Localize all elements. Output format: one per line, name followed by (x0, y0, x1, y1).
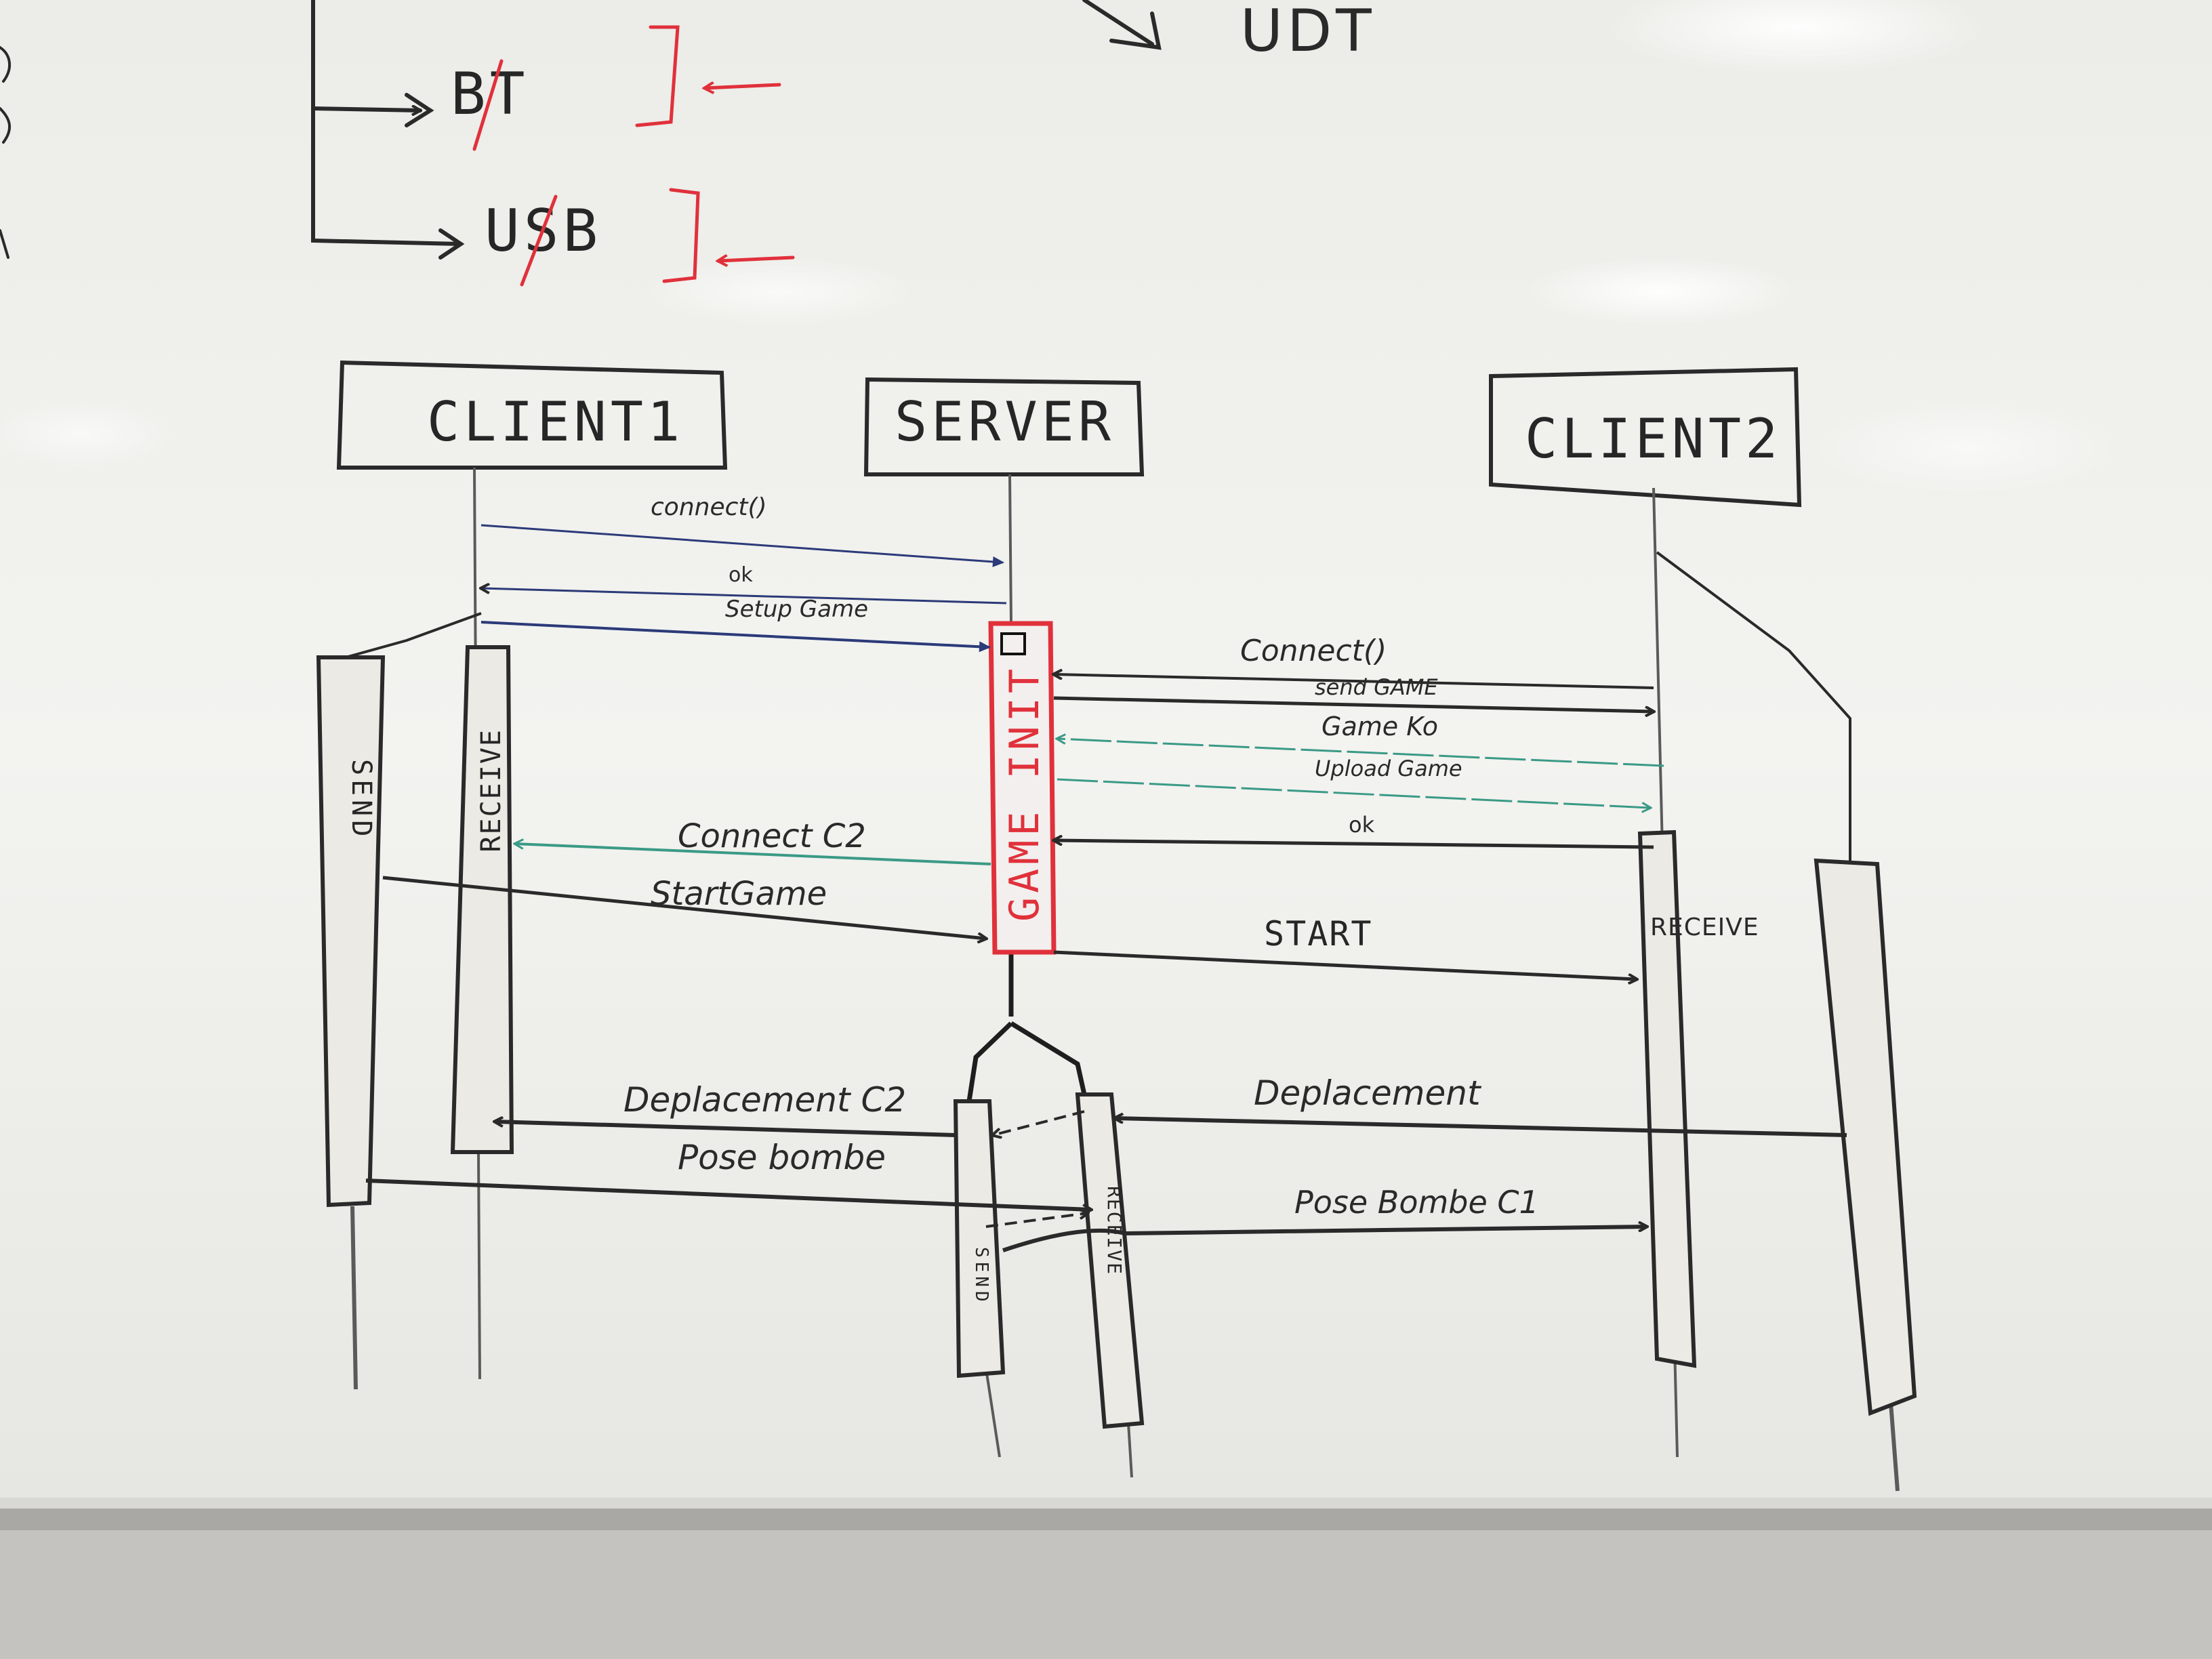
svg-text:RECEIVE: RECEIVE (1650, 914, 1759, 941)
lifeline-server-send (985, 1368, 1001, 1458)
participant-server: SERVER (863, 377, 1145, 476)
activation-client1-receive: RECEIVE (450, 645, 514, 1154)
tree-branch-line (1082, 0, 1154, 46)
svg-text:connect(): connect() (651, 493, 767, 521)
edge-mark (0, 46, 11, 83)
activation-client2-right (1814, 858, 1917, 1416)
svg-text:SEND: SEND (346, 759, 377, 840)
strike-mark (520, 194, 558, 287)
svg-text:Pose bombe: Pose bombe (678, 1138, 886, 1177)
activation-client2-receive: RECEIVE (1637, 830, 1759, 1368)
red-brackets (472, 25, 795, 287)
svg-text:Connect(): Connect() (1240, 634, 1387, 668)
svg-text:Setup Game: Setup Game (725, 596, 868, 623)
red-arrow (718, 258, 795, 261)
svg-text:Connect C2: Connect C2 (678, 817, 866, 855)
msg-start: START (1053, 914, 1637, 979)
server-fork (966, 949, 1087, 1102)
svg-text:ok: ok (729, 563, 753, 587)
activation-server-send: SEND (953, 1099, 1006, 1378)
svg-text:GAME INIT: GAME INIT (1001, 665, 1048, 922)
light-glare (644, 258, 915, 325)
client2-thread-split (1656, 551, 1851, 861)
svg-text:send GAME: send GAME (1315, 674, 1438, 700)
tree-branch-line (311, 108, 420, 110)
wall (0, 1530, 2212, 1659)
svg-text:Deplacement C2: Deplacement C2 (623, 1080, 906, 1120)
svg-text:Pose Bombe C1: Pose Bombe C1 (1294, 1184, 1539, 1221)
strike-mark (472, 59, 504, 151)
svg-text:Deplacement: Deplacement (1254, 1073, 1482, 1113)
top-network-sketch (0, 0, 1162, 260)
msg-pose-bombe-c1: Pose Bombe C1 (1002, 1184, 1647, 1252)
svg-text:START: START (1264, 914, 1373, 954)
participant-client1: CLIENT1 (336, 360, 728, 470)
light-glare (0, 400, 176, 468)
red-arrow (705, 85, 781, 88)
client1-thread-split (345, 612, 482, 659)
msg-internal-handoff (985, 1110, 1088, 1228)
tree-branch-line (311, 0, 463, 246)
edge-mark (0, 229, 9, 259)
lifeline-client2-right (1889, 1402, 1900, 1492)
lifeline-server (1008, 474, 1012, 624)
msg-deplacement-c2: Deplacement C2 (495, 1080, 956, 1137)
msg-deplacement: Deplacement (1115, 1073, 1847, 1137)
msg-ok-c2: ok (1054, 812, 1654, 849)
svg-text:CLIENT1: CLIENT1 (427, 390, 684, 453)
msg-send-game: send GAME (1053, 674, 1654, 712)
svg-text:RECEIVE: RECEIVE (476, 729, 507, 853)
tree-branch-line (438, 228, 465, 260)
participant-client2: CLIENT2 (1489, 367, 1802, 508)
svg-text:SERVER: SERVER (895, 390, 1115, 453)
marker-tray (0, 1509, 2212, 1530)
msg-connect-c2: Connect() (1054, 634, 1654, 689)
red-bracket (662, 188, 700, 283)
light-glare (1606, 0, 1986, 75)
lifeline-client1-send (350, 1206, 358, 1390)
svg-text:StartGame: StartGame (651, 875, 827, 913)
red-bracket (635, 25, 680, 127)
activation-game-init: GAME INIT (988, 621, 1057, 955)
svg-text:ok: ok (1349, 812, 1375, 838)
msg-connect-c1: connect() (480, 493, 1004, 567)
tree-branch-line (405, 93, 434, 127)
tree-branch-line (1109, 12, 1162, 50)
svg-text:Upload Game: Upload Game (1315, 756, 1462, 781)
svg-text:CLIENT2: CLIENT2 (1525, 407, 1782, 470)
activation-client1-send: SEND (316, 655, 386, 1208)
edge-mark (0, 107, 11, 144)
bt-label: BT (451, 60, 529, 128)
msg-setup-game: Setup Game (480, 596, 991, 653)
activation-server-receive: RECEIVE (1075, 1092, 1145, 1429)
light-glare (1525, 258, 1796, 325)
lifeline-server-receive (1127, 1422, 1133, 1478)
svg-text:SEND: SEND (971, 1247, 991, 1306)
msg-ok-c1: ok (481, 563, 1007, 605)
msg-upload-game: Upload Game (1057, 756, 1650, 808)
msg-start-game: StartGame (382, 875, 986, 939)
board-frame-edge (0, 1498, 2212, 1509)
udt-label: UDT (1240, 0, 1376, 65)
svg-text:Game Ko: Game Ko (1322, 712, 1438, 741)
msg-game-ko: Game Ko (1057, 712, 1664, 767)
msg-connect-c2-notice: Connect C2 (515, 817, 991, 865)
light-glare (1809, 400, 2121, 495)
msg-pose-bombe: Pose bombe (365, 1138, 1091, 1210)
